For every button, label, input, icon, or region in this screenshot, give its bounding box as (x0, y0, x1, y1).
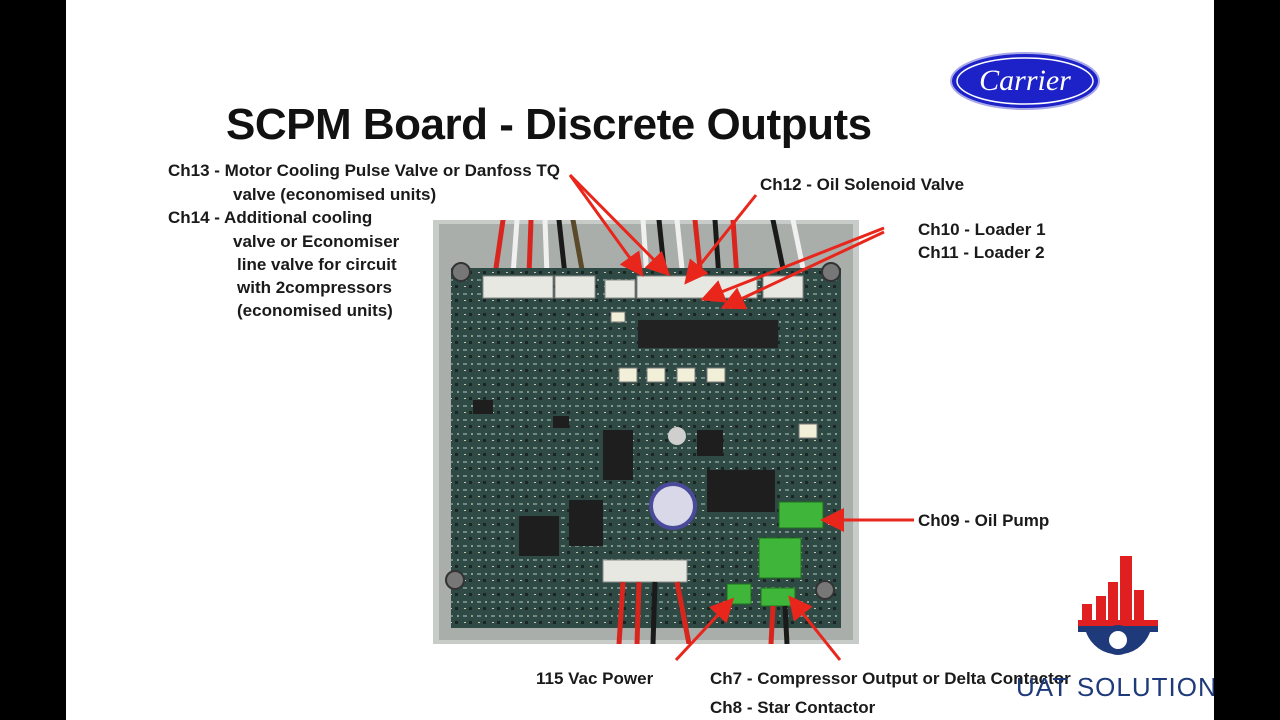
label-ch14-line2: valve or Economiser (233, 232, 400, 251)
uat-logo-icon (1078, 556, 1158, 655)
label-ch13-line2: valve (economised units) (233, 185, 437, 204)
slide: Carrier SCPM Board - Discrete Outputs Ch… (66, 0, 1214, 720)
arrow-ch11 (720, 230, 885, 310)
label-power: 115 Vac Power (536, 669, 654, 688)
label-ch10: Ch10 - Loader 1 (918, 220, 1046, 239)
label-ch14-line5: (economised units) (237, 301, 393, 320)
carrier-logo-oval (950, 52, 1100, 110)
label-ch7: Ch7 - Compressor Output or Delta Contact… (710, 669, 1071, 688)
arrow-ch14 (568, 173, 671, 277)
label-ch8: Ch8 - Star Contactor (710, 698, 876, 717)
label-ch14-line4: with 2compressors (237, 278, 392, 297)
label-ch11: Ch11 - Loader 2 (918, 243, 1045, 262)
carrier-logo-text: Carrier (979, 64, 1071, 97)
uat-logo-text: UAT SOLUTIONS (1016, 672, 1214, 702)
label-ch14-line1: Ch14 - Additional cooling (168, 208, 373, 227)
label-ch12: Ch12 - Oil Solenoid Valve (760, 175, 965, 194)
arrow-ch7 (788, 595, 842, 661)
label-ch14-line3: line valve for circuit (237, 255, 397, 274)
board-illustration (433, 220, 859, 644)
arrow-power (674, 597, 735, 662)
scpm-board-image (433, 220, 859, 644)
arrow-ch12 (684, 194, 758, 285)
label-ch13-line1: Ch13 - Motor Cooling Pulse Valve or Danf… (168, 161, 561, 180)
arrow-ch10 (700, 226, 885, 303)
carrier-logo: Carrier (950, 52, 1100, 110)
pointer-arrows (568, 173, 914, 662)
arrow-ch13 (568, 174, 644, 277)
label-ch09: Ch09 - Oil Pump (918, 511, 1050, 530)
page-title: SCPM Board - Discrete Outputs (226, 100, 872, 149)
